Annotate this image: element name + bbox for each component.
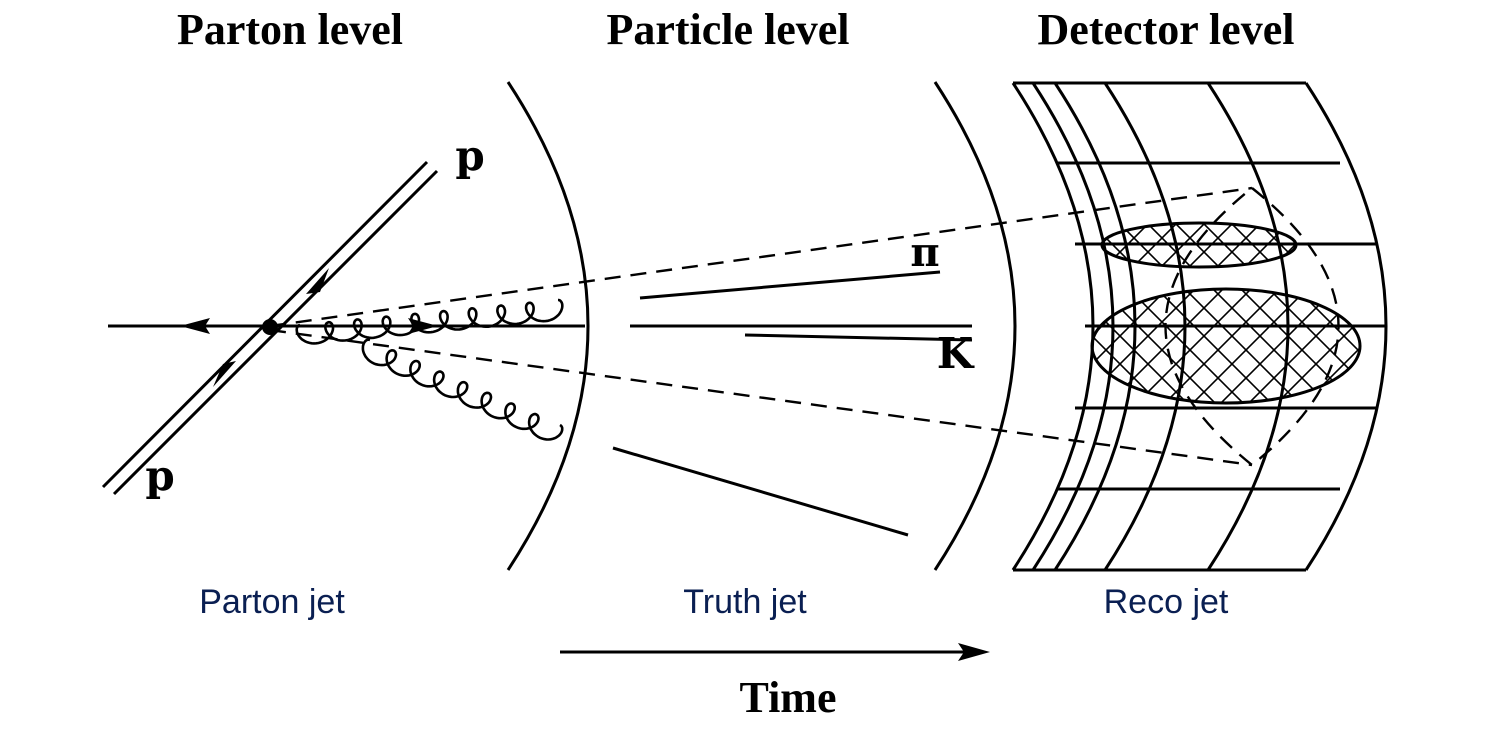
pion-label: π <box>910 229 939 276</box>
caption-reco-jet: Reco jet <box>1104 583 1229 621</box>
detector-level-group <box>1011 81 1388 572</box>
reco-jet-cone <box>1164 186 1340 467</box>
caption-parton-jet: Parton jet <box>199 583 345 621</box>
particle-track-kaon <box>744 333 973 342</box>
gluon-upper <box>295 298 564 345</box>
proton-label-top: p <box>455 131 484 180</box>
particle-track-pion <box>639 270 941 300</box>
kaon-label: K <box>937 329 975 378</box>
particle-level-group: π K <box>612 229 975 537</box>
heading-particle-level: Particle level <box>606 5 849 54</box>
energy-deposit-large <box>1090 287 1362 405</box>
boundary-arc-2 <box>933 81 1017 571</box>
time-arrow-head <box>958 643 990 661</box>
parton-level-group: p p <box>101 131 585 500</box>
gluon-lower <box>361 338 564 441</box>
axis-arrow-left <box>180 318 210 334</box>
beam-arrow-upper <box>306 268 329 294</box>
heading-detector-level: Detector level <box>1038 5 1295 54</box>
boundary-arc-1 <box>506 81 590 571</box>
heading-parton-level: Parton level <box>177 5 403 54</box>
time-label: Time <box>740 673 837 722</box>
jet-cone-upper-dashed <box>269 186 1253 328</box>
caption-truth-jet: Truth jet <box>683 583 807 621</box>
energy-deposit-small <box>1100 221 1298 269</box>
jet-cone-lower-dashed <box>269 328 1253 467</box>
particle-track-wide <box>612 446 909 537</box>
beam-arrow-lower <box>213 361 236 387</box>
detector-layer-arc-1 <box>1011 82 1095 571</box>
interaction-vertex <box>262 319 278 335</box>
proton-label-bottom: p <box>145 451 174 500</box>
